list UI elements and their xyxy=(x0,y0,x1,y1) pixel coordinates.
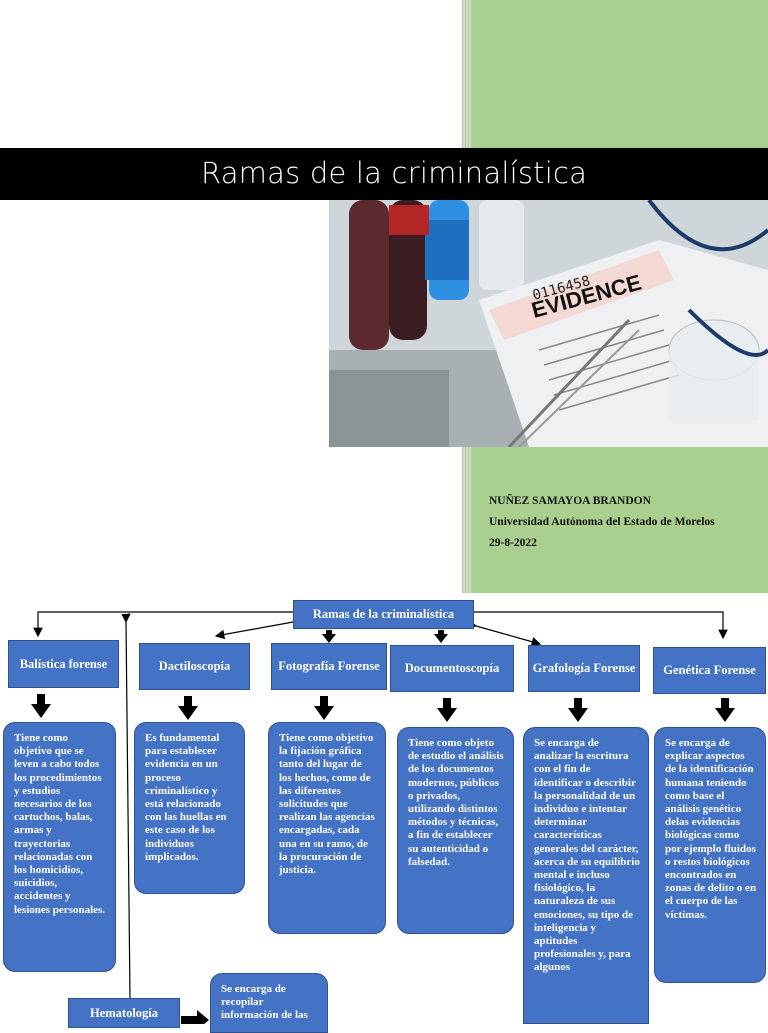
desc-genetica: Se encarga de explicar aspectos de la id… xyxy=(654,727,766,983)
cover-title: Ramas de la criminalística xyxy=(201,156,588,190)
root-node: Ramas de la criminalística xyxy=(293,600,474,629)
desc-documentoscopia: Tiene como objeto de estudio el análisis… xyxy=(397,727,514,934)
university-name: Universidad Autónoma del Estado de Morel… xyxy=(489,516,715,528)
branch-genetica: Genética Forense xyxy=(653,647,766,694)
branch-hematologia: Hematología xyxy=(68,998,180,1028)
branch-fotografia: Fotografía Forense xyxy=(271,643,387,690)
desc-fotografia: Tiene como objetivo la fijación gráfica … xyxy=(268,722,386,934)
desc-balistica: Tiene como objetivo que se leven a cabo … xyxy=(3,722,116,972)
branch-balistica: Balística forense xyxy=(8,640,119,688)
author-block: NUÑEZ SAMAYOA BRANDON Universidad Autóno… xyxy=(489,491,715,554)
title-bar: Ramas de la criminalística xyxy=(0,148,768,200)
date: 29-8-2022 xyxy=(489,537,537,549)
desc-hematologia: Se encarga de recopilar información de l… xyxy=(210,973,328,1033)
branch-documentoscopia: Documentoscopía xyxy=(390,645,514,692)
author-name: NUÑEZ SAMAYOA BRANDON xyxy=(489,495,651,507)
branch-dactiloscopia: Dactiloscopía xyxy=(139,643,250,690)
desc-dactiloscopia: Es fundamental para establecer evidencia… xyxy=(134,722,245,894)
branch-grafologia: Grafología Forense xyxy=(528,645,640,692)
desc-grafologia: Se encarga de analizar la escritura con … xyxy=(523,727,649,1024)
evidence-photo-illustration: 0116458 EVIDENCE xyxy=(329,200,768,447)
evidence-photo: 0116458 EVIDENCE xyxy=(329,200,768,447)
